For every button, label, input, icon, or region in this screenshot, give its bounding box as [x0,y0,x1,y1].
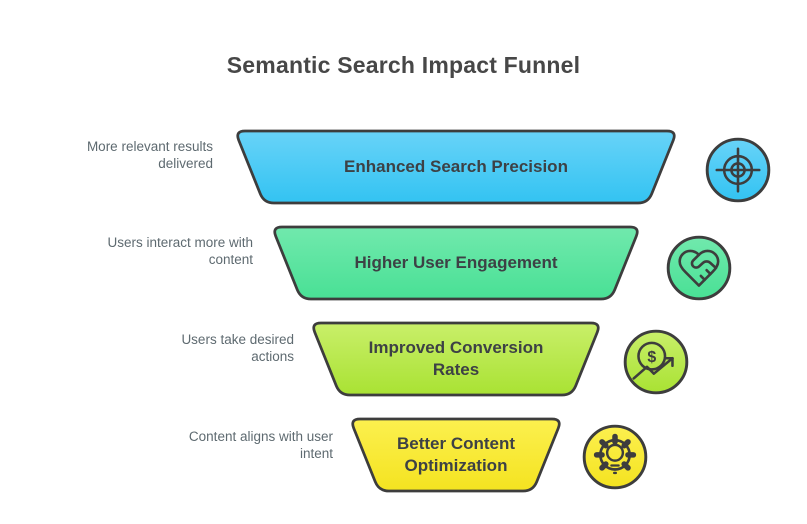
gear-lightbulb-icon [581,423,649,491]
funnel-stage-shape [273,225,639,301]
target-icon [704,136,772,204]
heart-handshake-icon [665,234,733,302]
page-title: Semantic Search Impact Funnel [226,52,581,78]
stage-label: Better Content Optimization [348,417,564,493]
stage-label-text: Improved Conversion Rates [368,337,544,379]
stage-description: Users take desired actions [181,332,294,365]
stage-description: Content aligns with user intent [188,429,333,462]
funnel-stage-search-precision: Enhanced Search Precision [233,129,679,205]
funnel-stage-content-optimization: Better Content Optimization [348,417,564,493]
stage-label: Enhanced Search Precision [344,156,568,176]
dollar-growth-icon: $ [622,328,690,396]
stage-label-text: Better Content Optimization [396,433,516,475]
stage-description: More relevant results delivered [86,139,213,172]
funnel-stage-shape [236,129,676,205]
funnel-stage-shape [312,321,600,397]
funnel-stage-conversion-rates: Improved Conversion Rates [309,321,603,397]
stage-description: Users interact more with content [107,235,253,268]
svg-text:$: $ [647,349,656,366]
stage-label: Higher User Engagement [354,252,558,272]
funnel-stage-user-engagement: Higher User Engagement [270,225,642,301]
funnel-stage-shape [351,417,561,493]
stage-label: Improved Conversion Rates [309,321,603,397]
